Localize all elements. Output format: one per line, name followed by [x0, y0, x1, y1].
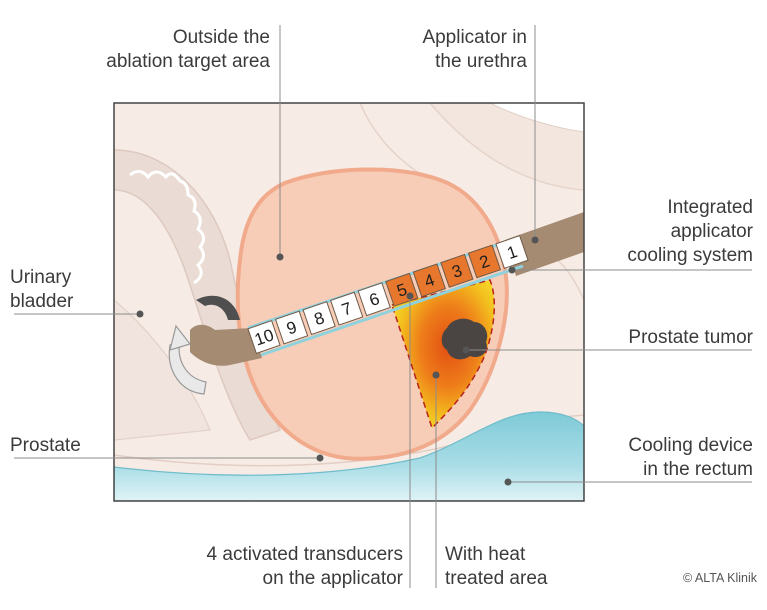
heat-treated-area [391, 279, 496, 430]
transducer-4: 4 [412, 263, 447, 298]
label-integrated-cooling-line3: cooling system [627, 245, 753, 266]
label-activated-transducers-line1: 4 activated transducers [206, 544, 403, 565]
transducer-cell [412, 263, 447, 298]
transducer-cell [329, 291, 364, 326]
diagram-frame [113, 102, 585, 502]
transducer-9: 9 [274, 310, 309, 345]
label-applicator-urethra-line1: Applicator in [422, 27, 527, 48]
label-heat-treated-line1: With heat [445, 544, 526, 565]
transducer-7: 7 [329, 291, 364, 326]
label-cooling-device-line1: Cooling device [628, 435, 753, 456]
transducer-10: 10 [247, 320, 281, 354]
label-integrated-cooling: Integrated applicator cooling system [627, 196, 753, 268]
label-prostate-tumor: Prostate tumor [628, 326, 753, 350]
label-outside-target-line2: ablation target area [106, 51, 270, 72]
applicator-tip [190, 324, 262, 366]
label-activated-transducers-line2: on the applicator [262, 568, 404, 589]
label-integrated-cooling-line2: applicator [670, 221, 753, 242]
label-cooling-device: Cooling device in the rectum [628, 434, 753, 482]
transducer-1: 1 [495, 235, 529, 269]
bladder-wall [114, 149, 282, 441]
transducer-cell [467, 244, 502, 279]
transducer-cell [495, 235, 529, 269]
transducer-cell [440, 253, 474, 288]
label-integrated-cooling-line1: Integrated [667, 197, 753, 218]
transducer-cell [357, 282, 391, 317]
label-heat-treated: With heat treated area [445, 543, 547, 591]
rotation-arrow-icon [196, 295, 240, 320]
label-activated-transducers: 4 activated transducers on the applicato… [207, 543, 403, 591]
label-applicator-urethra-line2: the urethra [435, 51, 527, 72]
transducer-2: 2 [467, 244, 502, 279]
transducer-cell [274, 310, 309, 345]
label-applicator-urethra: Applicator in the urethra [422, 26, 527, 74]
label-prostate: Prostate [10, 434, 81, 458]
transducer-3: 3 [440, 253, 474, 288]
label-prostate-text: Prostate [10, 435, 81, 456]
transducer-cell [247, 320, 281, 354]
label-cooling-device-line2: in the rectum [643, 459, 753, 480]
label-prostate-tumor-text: Prostate tumor [628, 327, 753, 348]
leader-lines [14, 25, 752, 588]
label-urinary-bladder-line1: Urinary [10, 267, 72, 288]
transducer-cell [302, 301, 336, 336]
label-urinary-bladder-line2: bladder [10, 291, 74, 312]
label-urinary-bladder: Urinary bladder [10, 266, 73, 314]
transducer-8: 8 [302, 301, 336, 336]
tumor-shape [441, 318, 488, 360]
transducer-6: 6 [357, 282, 391, 317]
label-outside-target-line1: Outside the [172, 27, 270, 48]
label-outside-target: Outside the ablation target area [106, 26, 270, 74]
leader-dots [136, 236, 539, 486]
rectum-cooling-device [114, 411, 584, 501]
copyright-notice: © ALTA Klinik [682, 571, 757, 585]
label-heat-treated-line2: treated area [445, 568, 548, 589]
